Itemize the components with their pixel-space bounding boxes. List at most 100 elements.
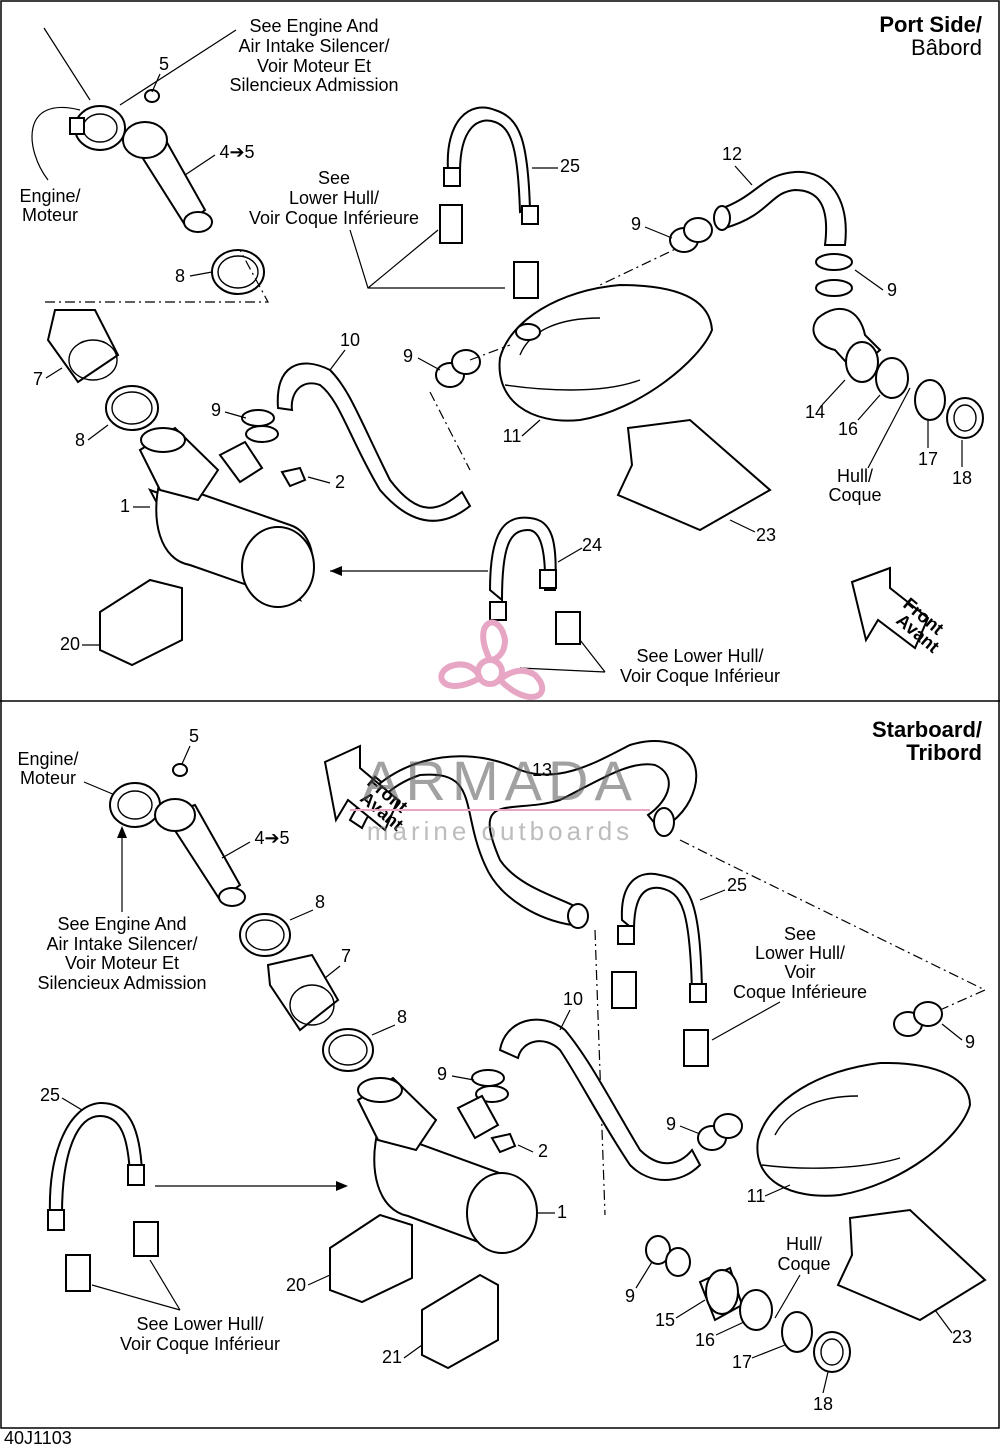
port-callout-24: 24 — [582, 535, 602, 555]
port-callout-9-d: 9 — [887, 280, 897, 300]
stbd-see-lower-b-leader — [91, 1259, 181, 1311]
port-callout-9-a: 9 — [211, 400, 221, 420]
stbd-part-23-plate — [836, 1208, 987, 1322]
port-engine-1: Engine/ — [19, 186, 80, 206]
stbd-callout-11: 11 — [747, 1186, 766, 1206]
stbd-part-2-fitting — [490, 1132, 517, 1154]
port-callout-16: 16 — [838, 419, 858, 439]
stbd-title-line1: Starboard/ — [872, 717, 982, 742]
stbd-callout-9-c: 9 — [666, 1114, 676, 1134]
port-part-25-strap — [446, 106, 532, 214]
port-callout-7: 7 — [33, 369, 43, 389]
port-callout-10: 10 — [340, 330, 360, 350]
stbd-see-lower-b-2: Voir Coque Inférieur — [120, 1334, 280, 1354]
stbd-part-7-sleeve — [266, 953, 340, 1032]
propeller-logo-icon — [438, 619, 545, 700]
stbd-callout-8-low: 8 — [397, 1007, 407, 1027]
port-callout-5: 5 — [159, 54, 169, 74]
stbd-part-25-strap-b — [48, 1101, 144, 1217]
stbd-callout-5: 5 — [189, 726, 199, 746]
watermark: ARMADA marine outboards — [350, 619, 650, 846]
stbd-engine-1: Engine/ — [17, 749, 78, 769]
stbd-callout-1: 1 — [557, 1202, 567, 1222]
stbd-part-17-ring — [781, 1311, 813, 1353]
port-see-lower-a-1: See — [318, 168, 350, 188]
port-see-lower-a-2: Lower Hull/ — [289, 188, 379, 208]
port-callout-8-top: 8 — [175, 266, 185, 286]
watermark-tagline: marine outboards — [367, 816, 633, 846]
port-engine-2: Moteur — [22, 205, 78, 225]
port-title-line2: Bâbord — [911, 35, 982, 60]
stbd-callout-13: 13 — [532, 760, 552, 780]
stbd-callout-9-d: 9 — [625, 1286, 635, 1306]
port-hull-leader — [867, 387, 911, 469]
port-part-18-nut — [946, 397, 984, 439]
figure-code: 40J1103 — [4, 1428, 72, 1448]
port-see-engine-1: See Engine And — [249, 16, 378, 36]
port-part-16-gasket — [875, 357, 909, 399]
port-callout-14: 14 — [805, 402, 825, 422]
port-see-engine-leader — [43, 27, 237, 106]
port-part-20-support — [99, 578, 183, 667]
port-see-lower-b-2: Voir Coque Inférieur — [620, 666, 780, 686]
port-callout-20: 20 — [60, 634, 80, 654]
port-callout-17: 17 — [918, 449, 938, 469]
port-see-lower-a-leader — [349, 229, 505, 289]
stbd-part-1-muffler — [356, 1076, 538, 1254]
port-bracket-2 — [513, 261, 539, 299]
port-part-17-ring — [914, 379, 946, 421]
stbd-callout-8-top: 8 — [315, 892, 325, 912]
port-dash-line-2 — [429, 234, 706, 471]
stbd-callout-10: 10 — [563, 989, 583, 1009]
stbd-part-16-gasket — [739, 1289, 773, 1331]
stbd-callout-17: 17 — [732, 1352, 752, 1372]
stbd-see-lower-b-1: See Lower Hull/ — [136, 1314, 263, 1334]
stbd-see-lower-a-1: See — [784, 924, 816, 944]
stbd-see-lower-a-4: Coque Inférieure — [733, 982, 867, 1002]
port-part-7-sleeve — [46, 309, 120, 384]
stbd-callout-9-b: 9 — [965, 1032, 975, 1052]
port-callout-23: 23 — [756, 525, 776, 545]
stbd-callout-7: 7 — [341, 946, 351, 966]
port-part-5-screw — [144, 89, 160, 103]
port-part-4-flange — [122, 121, 168, 159]
port-part-24-strap — [488, 516, 557, 603]
port-part-1-muffler — [138, 426, 315, 608]
port-part-8-clamp-low — [105, 385, 159, 431]
port-dash-line-1 — [45, 249, 270, 303]
stbd-part-11-resonator — [756, 1061, 972, 1197]
stbd-clamp-assembly — [109, 763, 246, 907]
stbd-see-engine-1: See Engine And — [57, 914, 186, 934]
port-engine-leader — [31, 107, 81, 181]
port-title-line1: Port Side/ — [879, 12, 982, 37]
stbd-see-lower-a-2: Lower Hull/ — [755, 943, 845, 963]
port-front-arrow: Front Avant — [850, 566, 948, 657]
stbd-engine-2: Moteur — [20, 768, 76, 788]
stbd-callout-4-5: 4➔5 — [254, 828, 289, 848]
port-callout-9-b: 9 — [403, 346, 413, 366]
stbd-hull-1: Hull/ — [786, 1234, 822, 1254]
stbd-callout-18: 18 — [813, 1394, 833, 1414]
stbd-callout-9-a: 9 — [437, 1064, 447, 1084]
stbd-see-engine-3: Voir Moteur Et — [65, 953, 179, 973]
port-callout-12: 12 — [722, 144, 742, 164]
watermark-brand: ARMADA — [362, 749, 638, 812]
stbd-part-18-nut — [813, 1331, 851, 1373]
port-callout-1: 1 — [120, 496, 130, 516]
port-callout-8-low: 8 — [75, 430, 85, 450]
port-callout-18: 18 — [952, 468, 972, 488]
stbd-title-line2: Tribord — [906, 740, 982, 765]
stbd-see-lower-a-3: Voir — [784, 962, 815, 982]
port-clamp-screw — [69, 117, 85, 135]
stbd-part-21-support — [421, 1273, 499, 1370]
stbd-callout-2: 2 — [538, 1141, 548, 1161]
port-part-23-plate — [616, 418, 772, 532]
port-see-engine-3: Voir Moteur Et — [257, 56, 371, 76]
port-part-12-elbow — [716, 170, 847, 246]
stbd-callout-23: 23 — [952, 1327, 972, 1347]
starboard-section: Starboard/ Tribord Engine/ Moteur 5 4➔5 … — [17, 717, 987, 1414]
port-see-lower-a-3: Voir Coque Inférieure — [249, 208, 419, 228]
port-see-engine-4: Silencieux Admission — [229, 75, 398, 95]
stbd-callout-20: 20 — [286, 1275, 306, 1295]
